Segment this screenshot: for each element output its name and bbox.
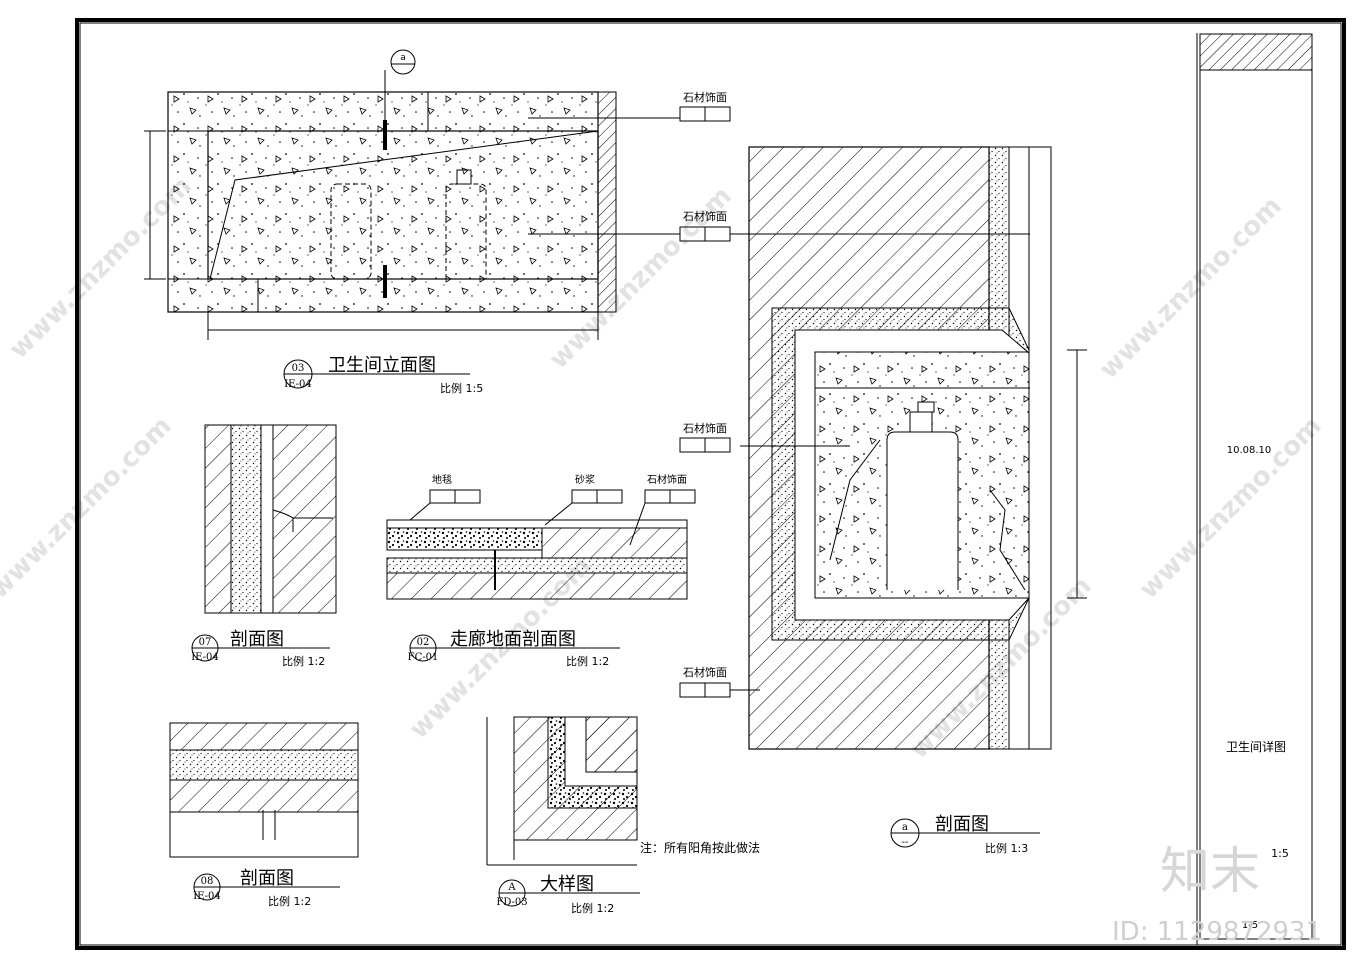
brand-id: ID: 1129872931 [1112, 917, 1322, 947]
section-a-title: a -- 剖面图 比例 1:3 [890, 814, 1040, 855]
svg-text:FD-03: FD-03 [496, 897, 527, 908]
section-07-drawing [204, 424, 337, 614]
svg-text:--: -- [902, 837, 909, 848]
drawing-title: 卫生间立面图 [328, 355, 436, 376]
detail-note: 注：所有阳角按此做法 [640, 840, 760, 855]
title-date: 10.08.10 [1227, 445, 1272, 456]
corridor-tag-3: 石材饰面 [629, 473, 696, 546]
svg-text:07: 07 [199, 637, 212, 648]
elevation-tag-1: 石材饰面 [679, 90, 731, 122]
svg-text:a: a [902, 822, 908, 833]
corridor-tag-1: 地毯 [409, 473, 481, 521]
svg-text:石材饰面: 石材饰面 [683, 421, 727, 435]
tag-label: 石材饰面 [683, 90, 727, 104]
svg-text:03: 03 [292, 363, 305, 374]
section-a-tag-1: 石材饰面 [679, 421, 731, 453]
drawing-title: 剖面图 [935, 814, 989, 835]
watermark-text: www.znzmo.com [1134, 411, 1328, 605]
section-a-drawing [730, 146, 1087, 750]
callout-label: a [400, 53, 406, 63]
elevation-title: 03 IE-04 卫生间立面图 比例 1:5 [283, 355, 483, 395]
svg-text:IE-04: IE-04 [191, 652, 219, 663]
svg-text:IE-04: IE-04 [284, 379, 312, 390]
brand-logo: 知末 [1160, 842, 1260, 900]
title-drawing-name: 卫生间详图 [1226, 739, 1286, 754]
drawing-scale: 比例 1:2 [268, 894, 311, 908]
section-callout [390, 49, 416, 75]
detail-a-drawing [486, 716, 638, 866]
svg-text:FC-01: FC-01 [408, 652, 439, 663]
drawing-title: 剖面图 [240, 868, 294, 889]
title-block-notes [1199, 33, 1313, 71]
svg-text:IE-04: IE-04 [193, 891, 221, 902]
corridor-section-drawing [386, 519, 688, 600]
svg-text:02: 02 [417, 637, 430, 648]
elevation-drawing: a [144, 49, 680, 340]
drawing-title: 走廊地面剖面图 [450, 629, 576, 650]
watermark-text: www.znzmo.com [1094, 191, 1288, 385]
section-08-drawing [169, 722, 359, 858]
svg-text:石材饰面: 石材饰面 [683, 665, 727, 679]
svg-text:地毯: 地毯 [432, 473, 452, 486]
svg-text:石材饰面: 石材饰面 [647, 473, 687, 486]
drawing-scale: 比例 1:5 [440, 381, 483, 395]
tag-label: 石材饰面 [683, 209, 727, 223]
drawing-scale: 比例 1:2 [282, 654, 325, 668]
section-a-tag-2: 石材饰面 [679, 665, 731, 698]
title-block: 10.08.10 卫生间详图 1:5 1-5 [1196, 33, 1313, 945]
drawing-title: 剖面图 [230, 629, 284, 650]
title-sheet-no: 1-5 [1242, 920, 1258, 931]
drawing-frame [75, 18, 1346, 950]
corridor-title: 02 FC-01 走廊地面剖面图 比例 1:2 [408, 629, 620, 668]
drawing-scale: 比例 1:2 [566, 654, 609, 668]
drawing-scale: 比例 1:3 [985, 841, 1028, 855]
svg-text:砂浆: 砂浆 [575, 473, 595, 486]
svg-text:08: 08 [201, 876, 214, 887]
detail-a-title: A FD-03 大样图 比例 1:2 [496, 874, 640, 915]
drawing-scale: 比例 1:2 [571, 901, 614, 915]
svg-text:A: A [507, 882, 516, 893]
drawing-title: 大样图 [540, 874, 594, 895]
corridor-tag-2: 砂浆 [544, 473, 623, 526]
section-07-title: 07 IE-04 剖面图 比例 1:2 [191, 629, 330, 668]
section-08-title: 08 IE-04 剖面图 比例 1:2 [193, 868, 340, 908]
drawing-frame-inner [79, 22, 1342, 946]
watermark-text: www.znzmo.com [0, 411, 178, 605]
title-scale: 1:5 [1271, 847, 1289, 860]
